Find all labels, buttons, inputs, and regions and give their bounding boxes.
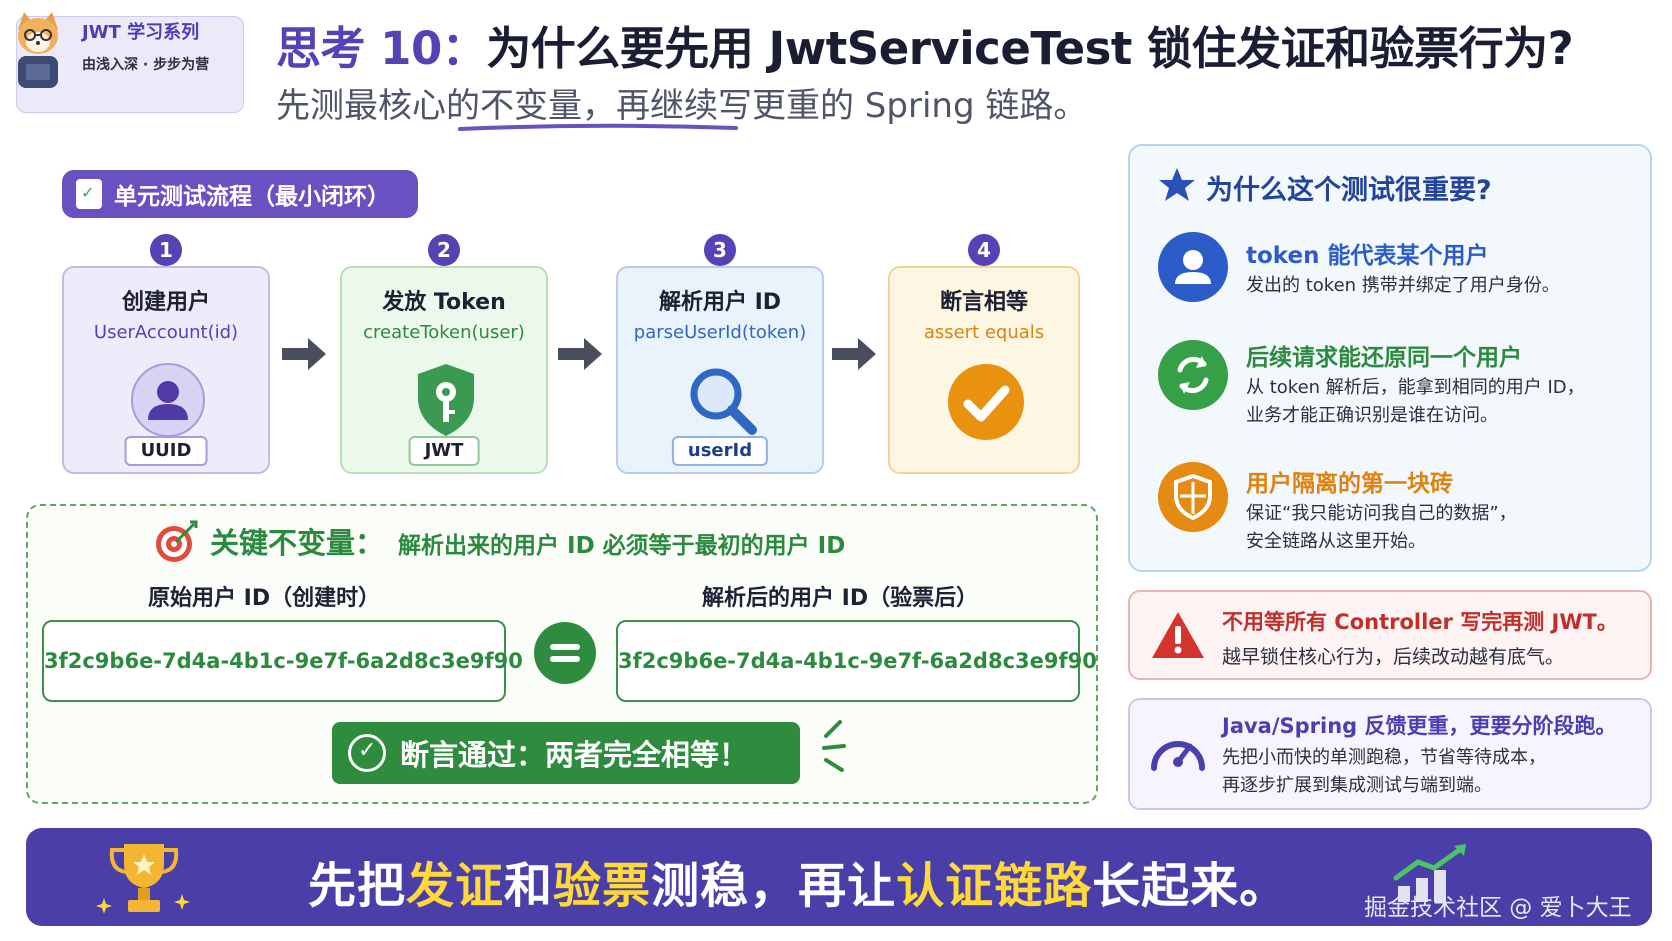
parsed-id-label: 解析后的用户 ID（验票后） — [702, 586, 979, 611]
flow-tag-label: 单元测试流程（最小闭环） — [114, 184, 390, 210]
feedback-speed-desc: 先把小而快的单测跑稳，节省等待成本， — [1222, 747, 1546, 768]
flow-arrow-icon — [282, 338, 326, 370]
step-title: 发放 Token — [382, 290, 506, 315]
equals-icon — [534, 622, 596, 684]
banner-highlight: 验票 — [553, 858, 652, 914]
why-item-desc: 发出的 token 携带并绑定了用户身份。 — [1246, 275, 1560, 296]
why-item-desc: 业务才能正确识别是谁在访问。 — [1246, 405, 1498, 426]
search-icon — [690, 368, 757, 435]
step-title: 解析用户 ID — [658, 290, 782, 315]
why-item-title: token 能代表某个用户 — [1246, 243, 1489, 269]
feedback-speed-title: Java/Spring 反馈更重，更要分阶段跑。 — [1222, 714, 1617, 738]
banner-part: 和 — [504, 858, 554, 914]
flow-arrow-icon — [558, 338, 602, 370]
step-chip: JWT — [408, 436, 480, 466]
invariant-description: 解析出来的用户 ID 必须等于最初的用户 ID — [398, 533, 846, 559]
why-item-desc: 保证“我只能访问我自己的数据”， — [1246, 503, 1517, 524]
why-item-title: 用户隔离的第一块砖 — [1246, 471, 1453, 497]
flow-tag: 单元测试流程（最小闭环） — [62, 170, 418, 218]
page-subtitle: 先测最核心的不变量，再继续写更重的 Spring 链路。 — [276, 86, 1088, 126]
key-shield-icon — [418, 364, 474, 436]
step-card-issue-token: 发放 Token createToken(user) JWT — [340, 266, 548, 474]
banner-part: 长起来。 — [1092, 858, 1289, 914]
series-subtitle: 由浅入深 · 步步为营 — [82, 57, 210, 73]
trophy-icon — [96, 844, 190, 914]
step-card-parse-user-id: 解析用户 ID parseUserId(token) userId — [616, 266, 824, 474]
series-title: JWT 学习系列 — [82, 22, 200, 43]
step-chip: UUID — [124, 436, 208, 466]
feedback-speed-desc: 再逐步扩展到集成测试与端到端。 — [1222, 775, 1492, 796]
warning-title: 不用等所有 Controller 写完再测 JWT。 — [1222, 610, 1618, 634]
banner-highlight: 发证 — [406, 858, 505, 914]
banner-highlight: 认证链路 — [896, 858, 1093, 914]
step-code: parseUserId(token) — [633, 322, 807, 343]
warning-card — [1128, 590, 1652, 680]
step-code: UserAccount(id) — [93, 322, 239, 343]
user-icon — [131, 363, 205, 437]
flow-arrow-icon — [832, 338, 876, 370]
why-important-title: 为什么这个测试很重要? — [1206, 175, 1492, 206]
growth-chart-icon — [1393, 844, 1466, 902]
step-4-badge: 4 — [968, 234, 1000, 266]
warning-desc: 越早锁住核心行为，后续改动越有底气。 — [1222, 646, 1565, 668]
step-chip: userId — [671, 436, 769, 466]
sparkle-lines-icon — [822, 720, 846, 772]
star-icon — [1159, 168, 1195, 201]
shield-icon — [1158, 462, 1228, 532]
banner-part: 测稳，再让 — [651, 858, 897, 914]
warning-icon — [1152, 612, 1204, 658]
step-3-badge: 3 — [704, 234, 736, 266]
original-id-value: 3f2c9b6e-7d4a-4b1c-9e7f-6a2d8c3e9f90 — [42, 620, 523, 702]
title-question: 为什么要先用 JwtServiceTest 锁住发证和验票行为? — [486, 22, 1574, 75]
step-title: 创建用户 — [121, 290, 210, 315]
step-code: assert equals — [923, 322, 1045, 343]
watermark: 掘金技术社区 @ 爱卜大王 — [1364, 895, 1632, 921]
shiba-mascot-icon — [18, 12, 58, 88]
assert-pass-banner: 断言通过：两者完全相等！ — [332, 722, 800, 784]
clipboard-check-icon — [76, 179, 102, 209]
user-icon — [1158, 232, 1228, 302]
why-item-desc: 安全链路从这里开始。 — [1246, 531, 1426, 552]
why-item-title: 后续请求能还原同一个用户 — [1246, 345, 1522, 371]
subtitle-underline-stroke — [458, 123, 738, 131]
speedometer-icon — [1151, 741, 1205, 771]
step-1-badge: 1 — [150, 234, 182, 266]
step-title: 断言相等 — [939, 290, 1028, 315]
banner-part: 先把 — [308, 858, 407, 914]
parsed-id-value: 3f2c9b6e-7d4a-4b1c-9e7f-6a2d8c3e9f90 — [616, 620, 1097, 702]
page-title: 思考 10：为什么要先用 JwtServiceTest 锁住发证和验票行为? — [276, 12, 1574, 77]
assert-pass-text: 断言通过：两者完全相等！ — [400, 738, 749, 772]
conclusion-banner — [26, 828, 1652, 926]
check-icon — [948, 364, 1024, 440]
target-icon — [156, 520, 198, 562]
step-card-create-user: 创建用户 UserAccount(id) UUID — [62, 266, 270, 474]
why-item-desc: 从 token 解析后，能拿到相同的用户 ID， — [1246, 377, 1585, 398]
step-card-assert-equals: 断言相等 assert equals — [888, 266, 1080, 474]
title-number: 思考 10： — [276, 22, 487, 75]
check-circle-icon — [348, 734, 386, 772]
invariant-heading: 关键不变量： — [210, 526, 385, 560]
refresh-icon — [1158, 340, 1228, 410]
conclusion-text: 先把发证和验票测稳，再让认证链路长起来。 — [308, 846, 1288, 916]
original-id-label: 原始用户 ID（创建时） — [148, 586, 381, 611]
feedback-speed-card — [1128, 698, 1652, 810]
step-code: createToken(user) — [363, 322, 525, 343]
step-2-badge: 2 — [428, 234, 460, 266]
